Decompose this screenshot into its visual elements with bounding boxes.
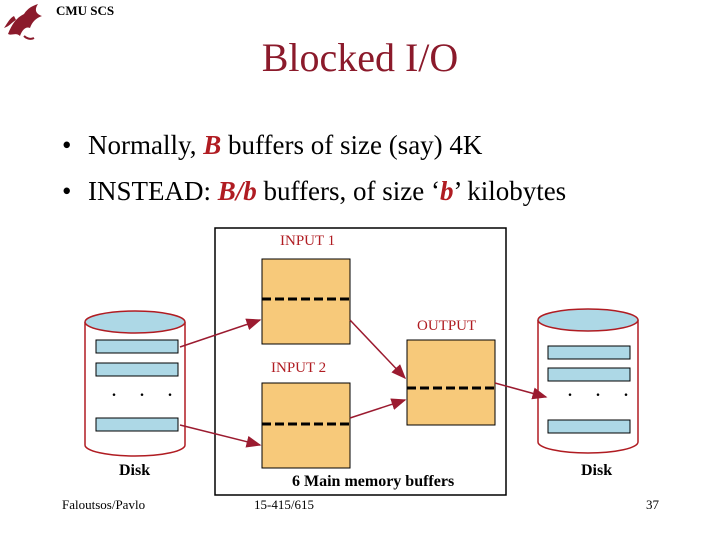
bullet-dot: • — [62, 176, 72, 206]
left-disk-label: Disk — [119, 462, 151, 479]
input2-label: INPUT 2 — [271, 360, 327, 376]
right-disk-ellipsis: . . . — [568, 383, 638, 400]
input1-buffer — [261, 258, 351, 345]
bullet-1-em: B — [203, 130, 222, 160]
bullet-2-em: B/b — [217, 176, 257, 206]
main-memory-label: 6 Main memory buffers — [292, 473, 455, 490]
arrow-input1-to-output — [349, 319, 407, 380]
arrow-output-to-disk — [494, 382, 548, 400]
left-disk-page — [95, 362, 179, 377]
main-memory-box — [214, 227, 507, 496]
header-org-text: CMU SCS — [56, 3, 115, 18]
bullet-item-2: • INSTEAD: B/b buffers, of size ‘b’ kilob… — [62, 176, 566, 207]
right-disk-label: Disk — [581, 462, 613, 479]
left-disk — [84, 310, 186, 457]
footer-author: Faloutsos/Pavlo — [62, 497, 146, 512]
bullet-2-post: ’ kilobytes — [453, 176, 567, 206]
dragon-logo-icon — [4, 4, 42, 40]
arrow-input2-to-output — [349, 398, 407, 419]
left-disk-page — [95, 417, 179, 432]
left-disk-ellipsis: . . . — [112, 383, 182, 400]
right-disk — [537, 308, 639, 454]
bullet-2-pre: INSTEAD: — [88, 176, 218, 206]
bullet-2-mid: buffers, of size ‘ — [256, 176, 440, 206]
bullet-dot: • — [62, 130, 72, 160]
right-disk-page — [547, 419, 631, 434]
right-disk-page — [547, 367, 631, 382]
bullet-item-1: • Normally, B buffers of size (say) 4K — [62, 130, 482, 161]
arrow-disk-to-input1 — [179, 318, 262, 348]
footer-course: 15-415/615 — [254, 497, 314, 512]
input1-label: INPUT 1 — [280, 233, 336, 249]
page-number: 37 — [646, 497, 659, 512]
left-disk-page — [95, 339, 179, 354]
output-label: OUTPUT — [417, 318, 477, 334]
right-disk-page — [547, 345, 631, 360]
slide-title: Blocked I/O — [261, 35, 459, 80]
arrow-disk-to-input2 — [179, 424, 262, 448]
bullet-1-pre: Normally, — [88, 130, 204, 160]
bullet-1-post: buffers of size (say) 4K — [221, 130, 483, 160]
output-buffer — [406, 339, 496, 426]
bullet-2-em2: b — [439, 176, 454, 206]
